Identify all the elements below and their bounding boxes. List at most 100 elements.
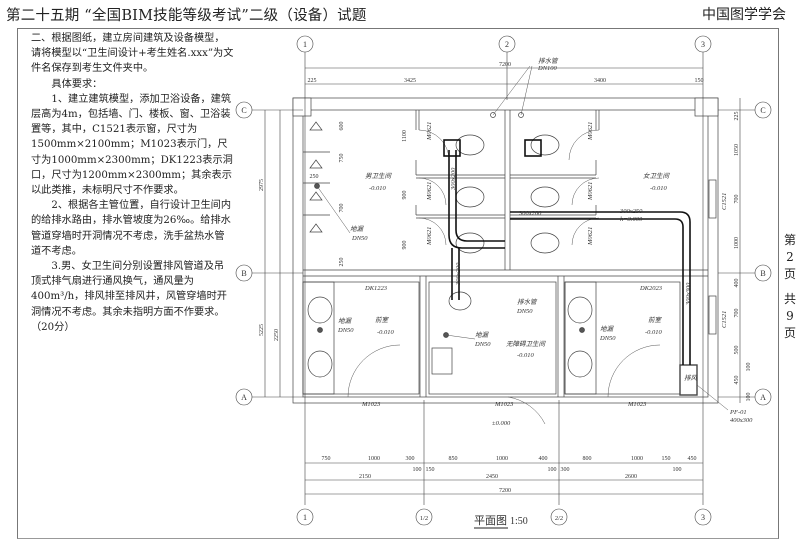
req-item-2: 2、根据各主管位置，自行设计卫生间内的给排水路由，排水管坡度为26‰。给排水管道… bbox=[31, 200, 232, 257]
page-title: 第二十五期 “全国BIM技能等级考试”二级（设备）试题 bbox=[6, 8, 367, 24]
page-frame bbox=[17, 28, 779, 539]
svg-text:900: 900 bbox=[402, 191, 408, 200]
svg-text:150: 150 bbox=[695, 78, 704, 84]
svg-text:DN50: DN50 bbox=[351, 235, 368, 242]
room-labels: 男卫生间 -0.010 女卫生间 -0.010 前室 -0.010 前室 -0.… bbox=[337, 57, 753, 427]
svg-text:3425: 3425 bbox=[404, 78, 416, 84]
svg-text:700: 700 bbox=[734, 195, 740, 204]
grid-1: 1 bbox=[303, 40, 307, 49]
svg-text:800: 800 bbox=[583, 456, 592, 462]
svg-text:-0.010: -0.010 bbox=[517, 352, 535, 359]
svg-text:M0621: M0621 bbox=[426, 122, 433, 141]
drain-label: 地漏 bbox=[350, 225, 365, 233]
svg-text:排水管: 排水管 bbox=[517, 298, 538, 306]
dimension-texts: 7200 225 3425 3400 150 750 1000 300 100 … bbox=[259, 62, 752, 494]
svg-text:DN100: DN100 bbox=[537, 65, 558, 72]
svg-text:M0621: M0621 bbox=[587, 182, 594, 201]
svg-text:300: 300 bbox=[406, 456, 415, 462]
grid-c: C bbox=[241, 106, 246, 115]
svg-text:-0.010: -0.010 bbox=[377, 329, 395, 336]
page-number: 第 2 页 共 9 页 bbox=[783, 233, 796, 340]
svg-text:400: 400 bbox=[734, 279, 740, 288]
svg-text:C1521: C1521 bbox=[721, 193, 728, 210]
grid-axes bbox=[235, 35, 772, 526]
drawing-scale: 1:50 bbox=[510, 516, 528, 527]
svg-text:500: 500 bbox=[734, 346, 740, 355]
grid-a: A bbox=[241, 393, 247, 402]
svg-text:600: 600 bbox=[339, 122, 345, 131]
svg-text:DK1223: DK1223 bbox=[364, 285, 388, 292]
svg-text:1050: 1050 bbox=[734, 144, 740, 156]
requirements-text: 二、根据图纸，建立房间建筑及设备模型，请将模型以“卫生间设计+考生姓名.xxx”… bbox=[31, 31, 234, 335]
svg-text:1000: 1000 bbox=[734, 237, 740, 249]
svg-text:DN50: DN50 bbox=[337, 327, 354, 334]
door-swings bbox=[347, 129, 661, 425]
grid-1-bottom: 1 bbox=[303, 513, 307, 522]
svg-text:M1023: M1023 bbox=[361, 401, 381, 408]
svg-text:M0621: M0621 bbox=[426, 227, 433, 246]
svg-text:300x200: 300x200 bbox=[455, 262, 462, 286]
drawing-caption: 平面图 bbox=[474, 514, 507, 527]
svg-text:400: 400 bbox=[539, 456, 548, 462]
svg-text:250: 250 bbox=[339, 258, 345, 267]
svg-text:100: 100 bbox=[548, 467, 557, 473]
exhaust-label: 排风 bbox=[684, 374, 698, 382]
svg-text:700: 700 bbox=[339, 204, 345, 213]
grid-a-right: A bbox=[760, 393, 766, 402]
svg-text:250: 250 bbox=[310, 174, 319, 180]
svg-text:-0.010: -0.010 bbox=[650, 185, 668, 192]
svg-text:300x200: 300x200 bbox=[450, 167, 457, 191]
svg-text:DK2023: DK2023 bbox=[639, 285, 663, 292]
svg-text:300x300: 300x300 bbox=[685, 282, 692, 306]
svg-text:2600: 2600 bbox=[625, 474, 637, 480]
grid-3-bottom: 3 bbox=[701, 513, 705, 522]
svg-text:150: 150 bbox=[662, 456, 671, 462]
svg-text:225: 225 bbox=[734, 112, 740, 121]
svg-text:5225: 5225 bbox=[259, 324, 265, 336]
svg-text:地漏: 地漏 bbox=[600, 325, 615, 333]
svg-text:2450: 2450 bbox=[486, 474, 498, 480]
svg-text:100: 100 bbox=[746, 363, 752, 372]
svg-text:排水管: 排水管 bbox=[538, 57, 559, 65]
svg-text:M0621: M0621 bbox=[426, 182, 433, 201]
grid-c-right: C bbox=[760, 106, 765, 115]
svg-text:DN50: DN50 bbox=[474, 341, 491, 348]
svg-text:M1023: M1023 bbox=[494, 401, 514, 408]
svg-text:300x200: 300x200 bbox=[518, 210, 542, 217]
svg-text:地漏: 地漏 bbox=[475, 331, 490, 339]
svg-text:1000: 1000 bbox=[631, 456, 643, 462]
svg-text:300: 300 bbox=[561, 467, 570, 473]
exhaust-ducts bbox=[443, 139, 691, 365]
grid-b-right: B bbox=[760, 269, 765, 278]
req-item-1: 1、建立建筑模型，添加卫浴设备，建筑层高为4m，包括墙、门、楼板、窗、卫浴装置等… bbox=[31, 93, 233, 197]
svg-text:300x250: 300x250 bbox=[619, 208, 643, 215]
grid-2: 2 bbox=[505, 40, 509, 49]
svg-text:1000: 1000 bbox=[496, 456, 508, 462]
walls bbox=[292, 97, 719, 404]
svg-text:-0.010: -0.010 bbox=[645, 329, 663, 336]
svg-text:-0.010: -0.010 bbox=[369, 185, 387, 192]
req-item-3: 3.男、女卫生间分别设置排风管道及吊顶式排气扇进行通风换气，通风量为400m³/… bbox=[31, 261, 227, 318]
grid-2-2: 2/2 bbox=[555, 515, 563, 522]
svg-text:750: 750 bbox=[339, 154, 345, 163]
svg-text:DN50: DN50 bbox=[599, 335, 616, 342]
grid-3: 3 bbox=[701, 40, 705, 49]
svg-text:地漏: 地漏 bbox=[338, 317, 353, 325]
room-women: 女卫生间 bbox=[643, 172, 671, 180]
req-score: （20分） bbox=[31, 321, 75, 333]
svg-text:2975: 2975 bbox=[259, 179, 265, 191]
svg-text:850: 850 bbox=[449, 456, 458, 462]
svg-text:C1521: C1521 bbox=[721, 311, 728, 328]
req-heading: 具体要求： bbox=[51, 78, 103, 90]
grid-b: B bbox=[241, 269, 246, 278]
svg-text:1000: 1000 bbox=[368, 456, 380, 462]
grid-1-2: 1/2 bbox=[420, 515, 428, 522]
svg-text:h=3.000: h=3.000 bbox=[620, 216, 643, 223]
svg-text:225: 225 bbox=[308, 78, 317, 84]
room-front-2: 前室 bbox=[648, 316, 663, 324]
svg-text:1100: 1100 bbox=[402, 130, 408, 142]
svg-text:750: 750 bbox=[322, 456, 331, 462]
svg-text:PF-01: PF-01 bbox=[729, 409, 747, 416]
req-intro: 二、根据图纸，建立房间建筑及设备模型，请将模型以“卫生间设计+考生姓名.xxx”… bbox=[31, 33, 234, 75]
